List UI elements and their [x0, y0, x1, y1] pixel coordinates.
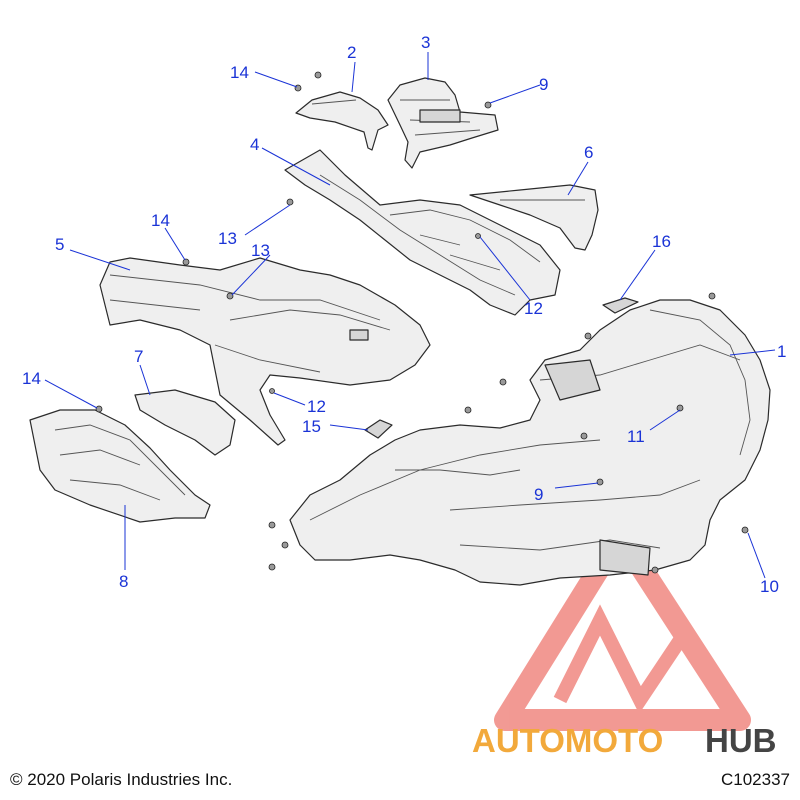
callout-5: 5 [55, 235, 64, 254]
part-1-body [289, 299, 771, 586]
callout-1: 1 [777, 342, 786, 361]
leader-lines [44, 52, 776, 579]
callout-12-left: 12 [307, 397, 326, 416]
part-5-fender [99, 257, 431, 446]
callout-9-top: 9 [539, 75, 548, 94]
part-16-bracket [602, 297, 639, 314]
part-2-cover [295, 91, 389, 151]
callout-3: 3 [421, 33, 430, 52]
callout-2: 2 [347, 43, 356, 62]
callout-4: 4 [250, 135, 259, 154]
part-6-panel [469, 184, 599, 251]
diagram-code: C102337 [720, 770, 790, 789]
watermark-logo [494, 524, 751, 731]
part-7-flap [134, 389, 236, 456]
callout-13-lower: 13 [251, 241, 270, 260]
watermark-text-part1: AUTOMOTO [472, 722, 663, 759]
callout-16: 16 [652, 232, 671, 251]
callout-14-top: 14 [230, 63, 249, 82]
part-4-frame [284, 149, 561, 316]
callout-13-upper: 13 [218, 229, 237, 248]
callout-15: 15 [302, 417, 321, 436]
callout-14-middle: 14 [151, 211, 170, 230]
callout-11: 11 [627, 427, 645, 446]
watermark-text: AUTOMOTO HUB [472, 722, 777, 759]
part-8-panel [29, 409, 211, 523]
callout-12-right: 12 [524, 299, 543, 318]
callout-6: 6 [584, 143, 593, 162]
part-15-bracket [364, 419, 393, 439]
callout-labels: 1 2 3 4 5 6 7 8 9 9 10 11 12 12 13 13 14… [22, 33, 786, 596]
watermark-text-part2: HUB [705, 722, 777, 759]
callout-10: 10 [760, 577, 779, 596]
part-3-console [387, 77, 499, 169]
copyright-text: © 2020 Polaris Industries Inc. [10, 770, 233, 789]
callout-9-bottom: 9 [534, 485, 543, 504]
fasteners [95, 71, 749, 574]
callout-7: 7 [134, 347, 143, 366]
callout-8: 8 [119, 572, 128, 591]
callout-14-left: 14 [22, 369, 41, 388]
